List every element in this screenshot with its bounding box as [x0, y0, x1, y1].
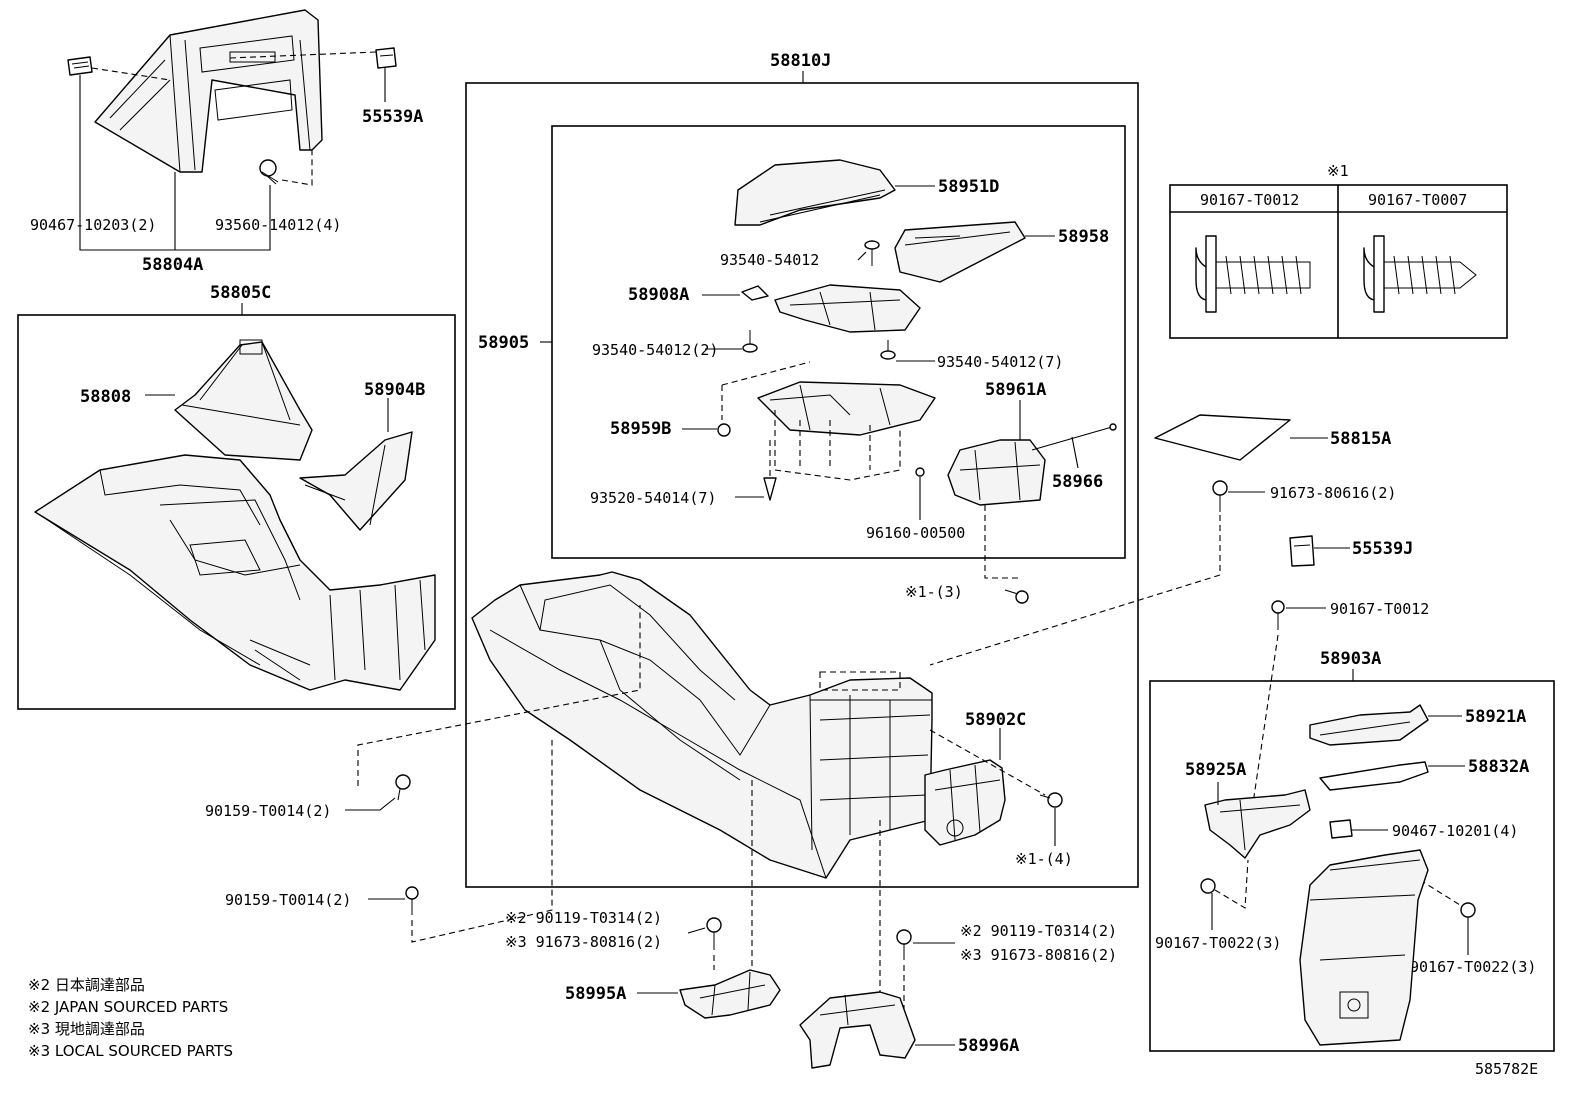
part-label-x1-4: ※1-(4)	[1015, 850, 1073, 868]
screw-x1-4-drawing	[1039, 792, 1063, 808]
console-front-58805C-drawing	[34, 454, 436, 691]
bezel-58804A-drawing	[94, 9, 323, 173]
bracket-58902C-drawing	[924, 759, 1006, 846]
footnote-japan-sourced-en: ※2 JAPAN SOURCED PARTS	[28, 998, 228, 1016]
part-label-58951D: 58951D	[938, 177, 999, 197]
trim-58832A-drawing	[1319, 761, 1429, 791]
part-label-55539A: 55539A	[362, 107, 423, 127]
assembly-box-58810J	[465, 82, 1139, 888]
part-label-58903A: 58903A	[1320, 649, 1381, 669]
part-label-93560-14012: 93560-14012(4)	[215, 216, 341, 234]
armrest-lid-58951D-drawing	[734, 159, 896, 226]
part-label-58808: 58808	[80, 387, 131, 407]
part-label-x3-91673-b: ※3 91673-80816(2)	[960, 946, 1117, 964]
part-label-90167-T0022-b: 90167-T0022(3)	[1410, 958, 1536, 976]
screw-93540-54012-top	[864, 240, 880, 266]
part-label-58904B: 58904B	[364, 380, 425, 400]
bracket-58995A-drawing	[679, 969, 781, 1019]
screw-table-col1: 90167-T0012	[1200, 191, 1299, 209]
bolt-90159-T0014-lower	[405, 886, 419, 915]
screw-93560-14012-drawing	[259, 159, 279, 185]
part-label-58832A: 58832A	[1468, 757, 1529, 777]
assembly-box-58903A	[1149, 680, 1555, 1052]
garnish-58904B-drawing	[299, 431, 413, 531]
footnote-japan-sourced-jp: ※2 日本調達部品	[28, 976, 145, 994]
part-label-58815A: 58815A	[1330, 429, 1391, 449]
screw-93540-54012-2	[742, 330, 758, 353]
part-label-58804A: 58804A	[142, 255, 203, 275]
part-label-93520-54014: 93520-54014(7)	[590, 489, 716, 507]
bolt-90119-b	[896, 929, 912, 960]
part-label-58908A: 58908A	[628, 285, 689, 305]
part-label-90167-T0012: 90167-T0012	[1330, 600, 1429, 618]
part-label-91673-80616: 91673-80616(2)	[1270, 484, 1396, 502]
console-box-58905-drawing	[757, 381, 936, 436]
screw-90167-T0012-illustration	[1195, 235, 1311, 313]
pad-58815A-drawing	[1154, 414, 1291, 461]
part-label-96160-00500: 96160-00500	[866, 524, 965, 542]
screw-x1-3-drawing	[1004, 589, 1029, 604]
screw-90167-T0022-right	[1460, 902, 1476, 918]
diagram-id: 585782E	[1475, 1060, 1538, 1078]
bracket-58961A-drawing	[947, 439, 1046, 506]
hinge-58958-drawing	[894, 221, 1026, 283]
switch-55539J-drawing	[1289, 535, 1315, 567]
part-label-55539J: 55539J	[1352, 539, 1413, 559]
screw-table	[1169, 184, 1508, 339]
part-label-58995A: 58995A	[565, 984, 626, 1004]
footnote-local-sourced-en: ※3 LOCAL SOURCED PARTS	[28, 1042, 233, 1060]
bolt-90119-a	[706, 917, 722, 950]
part-label-58966: 58966	[1052, 472, 1103, 492]
part-label-90167-T0022-a: 90167-T0022(3)	[1155, 934, 1281, 952]
clip-90467-10203-drawing	[67, 56, 93, 76]
part-label-x3-91673-a: ※3 91673-80816(2)	[505, 933, 662, 951]
bolt-90159-T0014-upper	[395, 774, 411, 801]
bracket-58996A-drawing	[799, 991, 916, 1069]
bolt-91673-80616-drawing	[1212, 480, 1228, 512]
part-label-58996A: 58996A	[958, 1036, 1019, 1056]
clip-96160-00500-drawing	[915, 467, 925, 477]
assembly-box-58805C	[17, 314, 456, 710]
part-label-x2-90119-b: ※2 90119-T0314(2)	[960, 922, 1117, 940]
clip-90467-10201-drawing	[1329, 819, 1353, 839]
clip-58959B-drawing	[717, 423, 731, 437]
part-label-58958: 58958	[1058, 227, 1109, 247]
part-label-58959B: 58959B	[610, 419, 671, 439]
part-label-58925A: 58925A	[1185, 760, 1246, 780]
screw-90167-T0012-drawing	[1271, 600, 1285, 630]
screw-93520-54014-drawing	[763, 477, 777, 501]
footnote-local-sourced-jp: ※3 現地調達部品	[28, 1020, 145, 1038]
part-label-90159-T0014-a: 90159-T0014(2)	[205, 802, 331, 820]
console-body-58810J-drawing	[471, 571, 933, 879]
screw-90167-T0007-illustration	[1363, 235, 1477, 313]
part-label-58810J: 58810J	[770, 51, 831, 71]
clip-55539A-drawing	[375, 47, 397, 69]
screw-93540-54012-7	[880, 340, 896, 360]
part-label-58905: 58905	[478, 333, 529, 353]
latch-58908A-drawing	[741, 285, 769, 301]
part-label-90467-10203: 90467-10203(2)	[30, 216, 156, 234]
part-label-93540-54012-7: 93540-54012(7)	[937, 353, 1063, 371]
holder-58925A-drawing	[1204, 789, 1311, 859]
rear-panel-drawing	[1299, 849, 1429, 1046]
console-box-upper-drawing	[774, 284, 921, 333]
part-label-58902C: 58902C	[965, 710, 1026, 730]
part-label-58961A: 58961A	[985, 380, 1046, 400]
part-label-58805C: 58805C	[210, 283, 271, 303]
part-label-93540-54012-single: 93540-54012	[720, 251, 819, 269]
part-label-x2-90119-a: ※2 90119-T0314(2)	[505, 909, 662, 927]
part-label-90467-10201: 90467-10201(4)	[1392, 822, 1518, 840]
screw-90167-T0022-left	[1200, 878, 1216, 894]
shift-boot-58808-drawing	[174, 339, 313, 461]
screw-table-mark: ※1	[1327, 162, 1349, 180]
part-label-58921A: 58921A	[1465, 707, 1526, 727]
trim-58921A-drawing	[1309, 704, 1429, 746]
part-label-90159-T0014-b: 90159-T0014(2)	[225, 891, 351, 909]
part-label-x1-3: ※1-(3)	[905, 583, 963, 601]
part-label-93540-54012-2: 93540-54012(2)	[592, 341, 718, 359]
screw-table-col2: 90167-T0007	[1368, 191, 1467, 209]
